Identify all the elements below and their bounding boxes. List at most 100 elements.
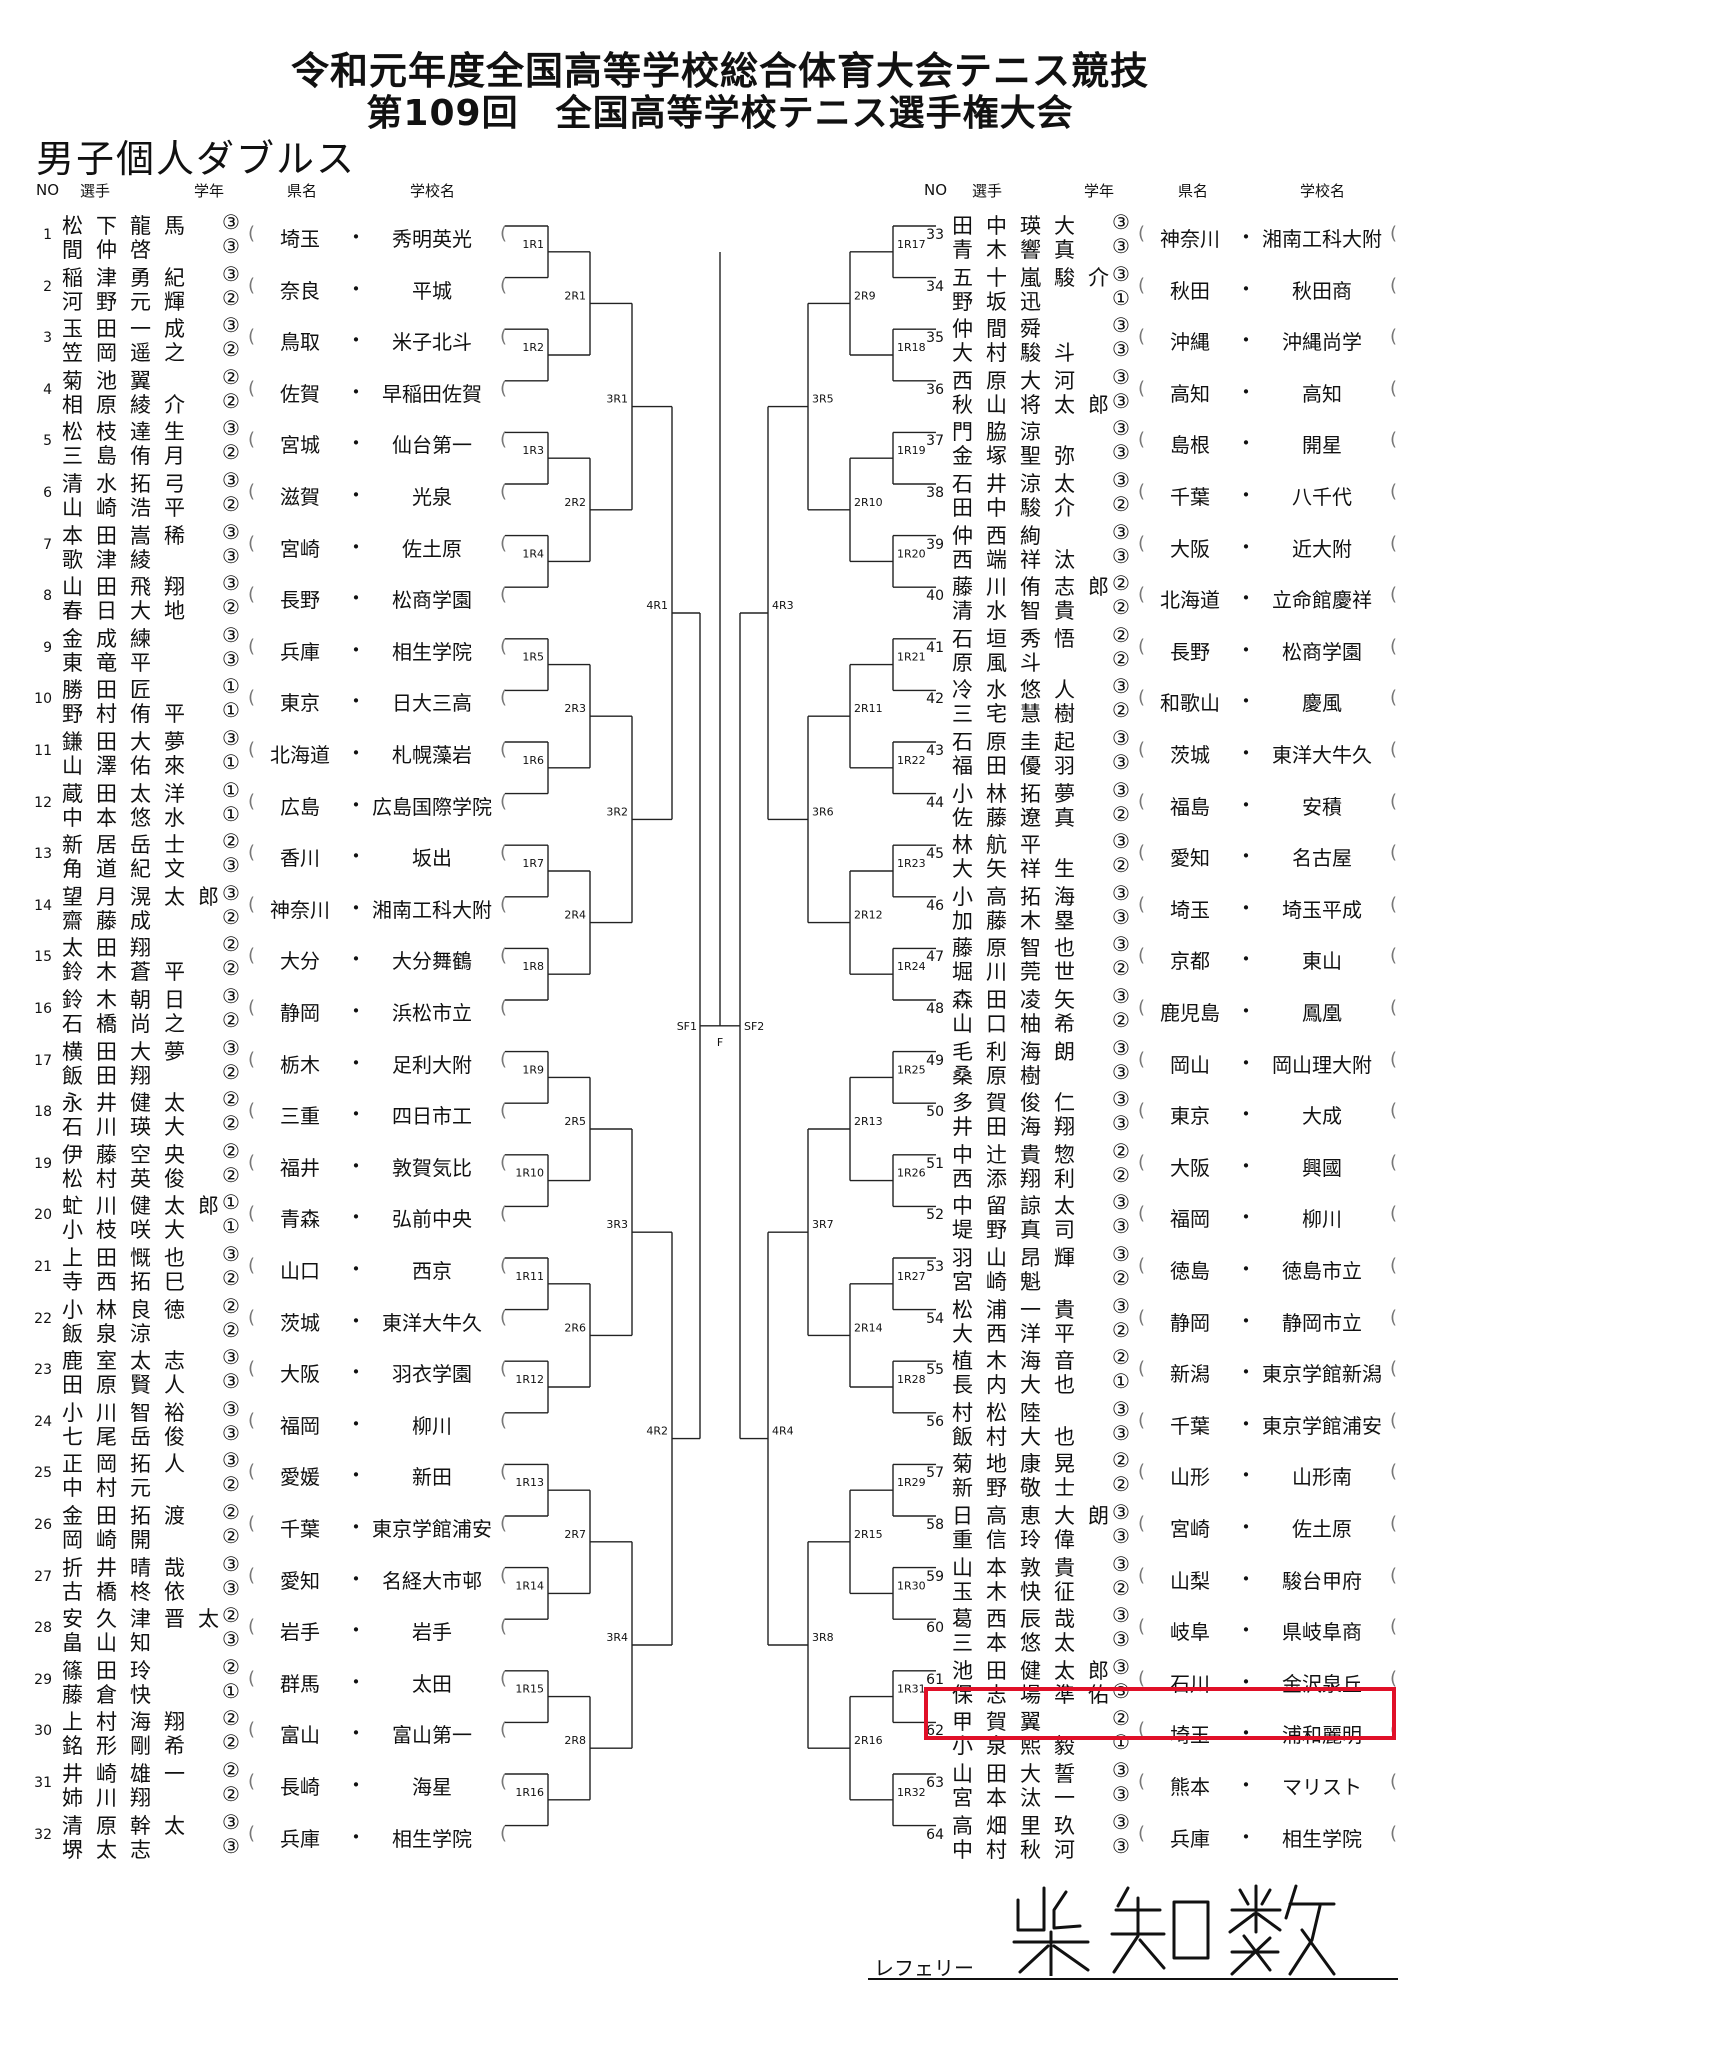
player2-grade: ③	[1112, 337, 1130, 362]
separator-dot: ・	[1236, 947, 1256, 972]
column-bracket-mark: (	[500, 1616, 508, 1638]
entry-no: 11	[34, 743, 52, 759]
school-name: 相生学院	[392, 1826, 472, 1851]
column-bracket-mark: (	[248, 1822, 256, 1844]
player2-name: 新野敬士	[952, 1476, 1088, 1501]
player1-name: 西原大河	[952, 368, 1088, 393]
column-bracket-mark: (	[1138, 1203, 1146, 1225]
player2-grade: ②	[222, 595, 240, 620]
prefecture: 静岡	[280, 1001, 320, 1025]
player1-name: 仲間舜	[952, 317, 1054, 342]
column-bracket-mark: (	[248, 1771, 256, 1792]
player1-name: 石垣秀悟	[952, 626, 1088, 651]
column-bracket-mark: (	[500, 1719, 508, 1741]
player2-name: 春日大地	[62, 599, 198, 624]
player2-name: 間仲啓	[62, 238, 164, 262]
player1-grade: ③	[1112, 313, 1130, 338]
player2-name: 野坂迅	[952, 289, 1054, 314]
player2-name: 石川瑛大	[62, 1115, 198, 1140]
player1-name: 篠田玲	[62, 1658, 164, 1683]
player2-name: 青木響真	[952, 238, 1088, 262]
round-label: 1R8	[522, 960, 544, 973]
column-bracket-mark: (	[248, 1151, 256, 1173]
round-label: 1R5	[522, 651, 544, 664]
entry-no: 9	[43, 639, 52, 656]
column-bracket-mark: (	[1138, 1822, 1146, 1844]
entry-no: 30	[34, 1723, 52, 1740]
player1-grade: ③	[222, 1242, 240, 1266]
prefecture: 島根	[1170, 433, 1210, 458]
player1-name: 永井健太	[62, 1091, 198, 1116]
round-label: 3R2	[606, 805, 628, 818]
player1-grade: ③	[1112, 1654, 1130, 1679]
entry-no: 48	[926, 1001, 944, 1017]
separator-dot: ・	[1236, 1411, 1256, 1436]
school-name: 柳川	[412, 1413, 452, 1438]
player1-grade: ③	[1112, 1603, 1130, 1628]
prefecture: 大分	[280, 949, 320, 974]
player1-name: 上田慨也	[62, 1246, 198, 1270]
prefecture: 岩手	[280, 1620, 320, 1645]
round-label: 1R11	[515, 1270, 544, 1283]
player2-name: 小枝咲大	[62, 1218, 198, 1243]
column-bracket-mark: (	[1138, 790, 1146, 812]
prefecture: 神奈川	[270, 897, 330, 922]
prefecture: 東京	[280, 691, 320, 716]
entry-no: 1	[43, 227, 52, 243]
player2-grade: ②	[222, 440, 240, 465]
column-bracket-mark: (	[500, 635, 508, 657]
player2-name: 姉川翔	[62, 1786, 164, 1810]
round-label: 1R1	[522, 238, 544, 251]
player2-grade: ③	[1112, 1420, 1130, 1445]
player1-name: 五十嵐駿介	[952, 265, 1122, 290]
column-bracket-mark: (	[1390, 1203, 1398, 1225]
prefecture: 京都	[1170, 949, 1210, 974]
school-name: 大分舞鶴	[392, 949, 472, 974]
separator-dot: ・	[346, 1411, 366, 1436]
player2-name: 三宅慧樹	[952, 702, 1088, 727]
column-bracket-mark: (	[500, 1100, 508, 1122]
column-bracket-mark: (	[1138, 274, 1146, 296]
player2-grade: ①	[222, 801, 240, 826]
column-bracket-mark: (	[1138, 429, 1146, 451]
player1-grade: ③	[1112, 1551, 1130, 1576]
player2-grade: ②	[1112, 801, 1130, 826]
entry-no: 39	[926, 536, 944, 553]
column-bracket-mark: (	[1390, 1409, 1398, 1431]
player2-name: 中本悠水	[62, 805, 198, 830]
player1-grade: ②	[222, 364, 240, 389]
separator-dot: ・	[346, 225, 366, 249]
player1-name: 稲津勇紀	[62, 265, 198, 290]
player2-name: 大西洋平	[952, 1321, 1088, 1346]
player2-name: 飯田翔	[62, 1063, 164, 1088]
separator-dot: ・	[346, 844, 366, 869]
player1-grade: ③	[222, 313, 240, 338]
player2-grade: ③	[1112, 1111, 1130, 1136]
entry-no: 13	[34, 846, 52, 863]
player1-name: 毛利海朗	[952, 1039, 1088, 1064]
player1-name: 正岡拓人	[62, 1452, 198, 1477]
prefecture: 鹿児島	[1160, 1001, 1220, 1025]
player1-name: 日高恵大朗	[952, 1504, 1122, 1528]
player2-name: 加藤木塁	[952, 908, 1088, 933]
column-bracket-mark: (	[1390, 1822, 1398, 1844]
round-label: 1R22	[897, 754, 926, 767]
player2-name: 秋山将太郎	[952, 392, 1122, 417]
player2-name: 三島侑月	[62, 444, 198, 469]
player1-grade: ②	[222, 1500, 240, 1524]
player1-grade: ③	[1112, 880, 1130, 905]
separator-dot: ・	[346, 1824, 366, 1849]
school-name: 浜松市立	[392, 1001, 472, 1025]
player1-name: 鎌田大夢	[62, 730, 198, 754]
school-name: 駿台甲府	[1282, 1568, 1362, 1593]
column-bracket-mark: (	[1138, 1255, 1146, 1276]
prefecture: 千葉	[1170, 485, 1210, 509]
round-label: 3R4	[606, 1631, 628, 1644]
